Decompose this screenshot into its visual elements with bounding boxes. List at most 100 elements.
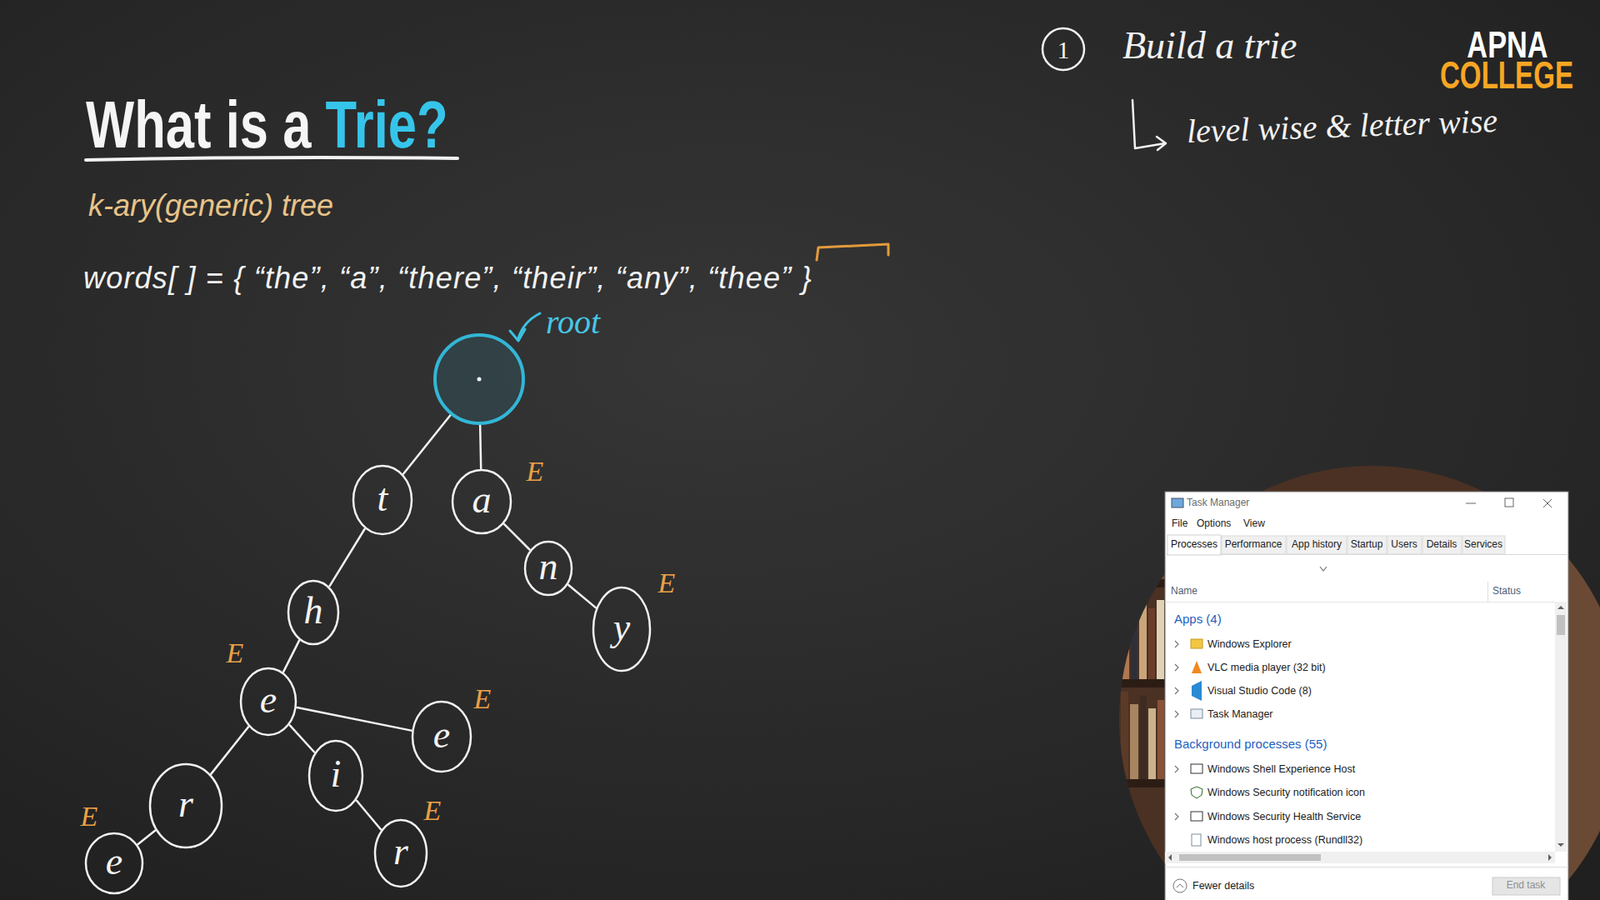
step-circle	[1042, 28, 1085, 70]
node-circle	[525, 541, 572, 595]
root-dot	[477, 377, 482, 382]
root-pointer	[510, 329, 525, 341]
node-label: root	[545, 303, 600, 342]
hook-arrow	[1132, 100, 1165, 149]
tab-label: Details	[1426, 539, 1458, 551]
tab-label: Startup	[1350, 539, 1384, 551]
node-letter: y	[613, 605, 630, 650]
step-number: 1	[1057, 35, 1070, 65]
webcam-overlay	[1156, 600, 1165, 680]
task-manager-window	[1171, 498, 1184, 508]
tab-label: Users	[1390, 539, 1417, 551]
node-circle	[452, 470, 511, 534]
end-marker: E	[424, 794, 442, 827]
trie-node: eE	[410, 700, 473, 774]
task-manager-window	[1175, 813, 1179, 820]
process-name: Windows Explorer	[1207, 638, 1292, 650]
slide-title: What is a Trie?	[85, 91, 449, 159]
node-circle	[593, 587, 650, 671]
end-marker: E	[80, 800, 99, 833]
hook-arrow	[1156, 136, 1166, 150]
end-marker: E	[526, 455, 545, 488]
menu-item: View	[1243, 518, 1265, 530]
window-title: Task Manager	[1186, 497, 1250, 510]
tree-edge	[329, 529, 365, 586]
button-label: End task	[1506, 880, 1546, 892]
tab-label: Performance	[1225, 539, 1283, 551]
webcam-overlay	[1148, 516, 1155, 580]
task-manager-window	[1179, 854, 1321, 861]
task-manager-window	[1191, 680, 1202, 701]
tree-edge	[568, 585, 596, 608]
process-name: Windows host process (Rundll32)	[1207, 834, 1363, 846]
task-manager-window	[1173, 879, 1187, 893]
task-manager-window	[1320, 566, 1327, 571]
task-manager-window	[1556, 615, 1565, 635]
task-manager-window	[1175, 710, 1179, 718]
task-manager-window	[1190, 786, 1203, 799]
tree-edge	[403, 415, 450, 475]
node-circle	[375, 820, 427, 887]
node-letter: h	[304, 589, 324, 634]
task-manager-window	[1165, 851, 1555, 864]
end-marker: E	[226, 636, 245, 670]
webcam-overlay	[1130, 604, 1138, 680]
footer-link: Fewer details	[1192, 880, 1255, 892]
highlight-bracket	[816, 244, 889, 260]
task-manager-window	[1465, 503, 1476, 505]
task-manager-window	[1462, 535, 1505, 555]
tree-edge	[210, 726, 249, 774]
trie-node: rE	[373, 818, 429, 889]
process-name: Task Manager	[1207, 708, 1274, 720]
node-letter: r	[178, 782, 194, 827]
webcam-overlay	[1130, 704, 1139, 780]
trie-node: yE	[591, 585, 652, 673]
tree-edge	[356, 800, 381, 830]
node-letter: r	[393, 830, 409, 875]
trie-node: eE	[239, 666, 298, 737]
task-manager-window	[1221, 535, 1286, 555]
webcam-overlay	[1083, 450, 1600, 900]
highlight-bracket	[816, 244, 889, 260]
root-pointer	[510, 313, 540, 341]
webcam-overlay	[1120, 591, 1130, 680]
tree-edge	[138, 830, 155, 845]
process-name: Windows Security Health Service	[1207, 810, 1361, 823]
hook-arrow	[1132, 100, 1166, 150]
task-manager-window	[1190, 709, 1203, 719]
tree-edge	[297, 707, 412, 731]
trie-node: n	[523, 540, 574, 597]
webcam-overlay	[1083, 450, 1600, 900]
logo-text: COLLEGE	[1440, 53, 1574, 98]
process-name: VLC media player (32 bit)	[1207, 661, 1326, 674]
webcam-overlay	[1138, 504, 1147, 580]
task-manager-window	[1190, 639, 1203, 649]
root-circle	[435, 335, 524, 424]
task-manager-window	[1190, 764, 1203, 774]
task-manager-window	[1175, 687, 1179, 695]
task-manager-window	[1190, 811, 1203, 821]
task-manager-window	[1286, 535, 1347, 555]
end-marker: E	[474, 682, 492, 715]
task-manager-window	[1167, 535, 1221, 555]
tab-label: Processes	[1170, 539, 1218, 551]
node-circle	[412, 701, 471, 772]
group-heading: Background processes (55)	[1174, 736, 1327, 751]
webcam-overlay	[1120, 500, 1129, 580]
trie-node: h	[286, 579, 340, 646]
node-letter: t	[377, 476, 389, 521]
task-manager-window	[1543, 499, 1552, 508]
menu-item: Options	[1196, 518, 1231, 530]
tree-edge	[290, 725, 315, 752]
trie-node: i	[307, 739, 365, 813]
trie-node: r	[148, 762, 224, 850]
webcam-overlay	[1140, 695, 1147, 780]
process-name: Windows Shell Experience Host	[1207, 763, 1355, 775]
tab-label: Services	[1464, 539, 1503, 551]
task-manager-window	[1175, 640, 1179, 820]
tree-edge	[283, 640, 300, 672]
webcam-overlay	[1156, 508, 1165, 580]
root-node: root	[433, 333, 525, 425]
task-manager-window	[1555, 601, 1567, 852]
tree-edge	[480, 425, 481, 469]
